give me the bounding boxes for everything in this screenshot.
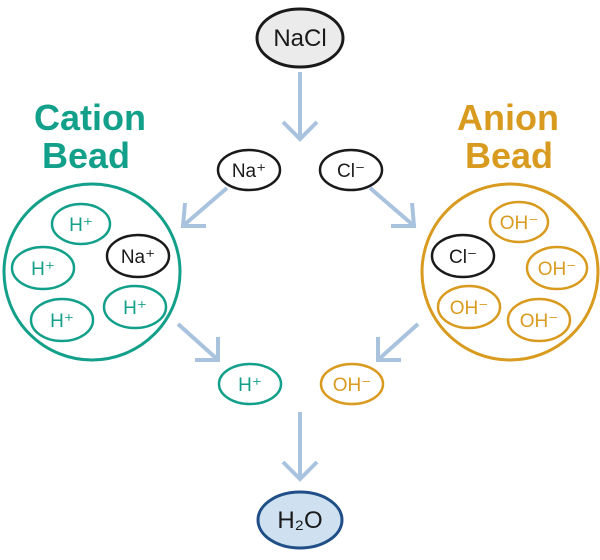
released-hydroxide: OH⁻: [319, 362, 385, 406]
anion-bead-chloride-ion: [430, 233, 496, 279]
cation-bead-ion-label: H⁺: [50, 311, 74, 332]
released-hydroxide-ellipse: [319, 362, 385, 406]
cation-bead-ion: [50, 202, 112, 246]
anion-bead-ion-label: Cl⁻: [449, 247, 477, 268]
anion-bead-ion-label: OH⁻: [450, 298, 489, 319]
cation-bead-title-line1: Cation: [34, 97, 146, 138]
sodium-ion-ellipse: [216, 148, 282, 192]
arrow-anion-bead-release: [376, 322, 420, 362]
anion-bead-ion: [525, 245, 589, 291]
product-node: H₂O: [256, 490, 344, 550]
anion-bead: OH⁻ Cl⁻ OH⁻ OH⁻ OH⁻: [420, 182, 600, 362]
released-hydrogen: H⁺: [217, 362, 283, 406]
anion-bead-ion-label: OH⁻: [500, 213, 539, 234]
product-ellipse: [256, 490, 344, 550]
anion-bead-ion: [436, 284, 502, 330]
arrow-to-anion-bead: [368, 186, 417, 228]
cation-bead-ion-label: H⁺: [123, 298, 147, 319]
chloride-ion-label: Cl⁻: [337, 161, 365, 182]
arrow-feed-down: [281, 72, 319, 142]
arrow-to-water: [281, 412, 319, 482]
released-hydroxide-label: OH⁻: [333, 375, 372, 396]
cation-bead-ion: [10, 245, 76, 291]
anion-bead-ion-label: OH⁻: [538, 259, 577, 280]
arrows: [176, 72, 420, 482]
arrow-cation-bead-release: [176, 322, 220, 362]
cation-bead-ion: [29, 297, 95, 343]
anion-bead-title-line2: Bead: [465, 135, 553, 176]
cation-bead-ion-label: Na⁺: [121, 247, 155, 268]
anion-bead-ion-label: OH⁻: [520, 311, 559, 332]
chloride-ion-ellipse: [318, 148, 384, 192]
released-hydrogen-label: H⁺: [238, 375, 262, 396]
arrow-to-cation-bead: [180, 186, 229, 228]
anion-bead-title-line1: Anion: [457, 97, 559, 138]
cation-bead-ion-label: H⁺: [31, 259, 55, 280]
sodium-ion-label: Na⁺: [232, 161, 266, 182]
dissociated-sodium: Na⁺: [216, 148, 282, 192]
feed-ellipse: [255, 7, 345, 69]
cation-bead-title-line2: Bead: [42, 135, 130, 176]
cation-bead-sodium-ion: [105, 233, 171, 279]
anion-bead-ion: [506, 297, 572, 343]
feed-node: NaCl: [255, 7, 345, 69]
released-hydrogen-ellipse: [217, 362, 283, 406]
cation-bead-ion: [102, 284, 168, 330]
cation-bead-ion-label: H⁺: [69, 215, 93, 236]
product-label: H₂O: [277, 507, 322, 534]
feed-label: NaCl: [273, 25, 326, 52]
cation-bead: H⁺ H⁺ Na⁺ H⁺ H⁺: [2, 182, 182, 362]
dissociated-chloride: Cl⁻: [318, 148, 384, 192]
anion-bead-ion: [488, 200, 550, 244]
